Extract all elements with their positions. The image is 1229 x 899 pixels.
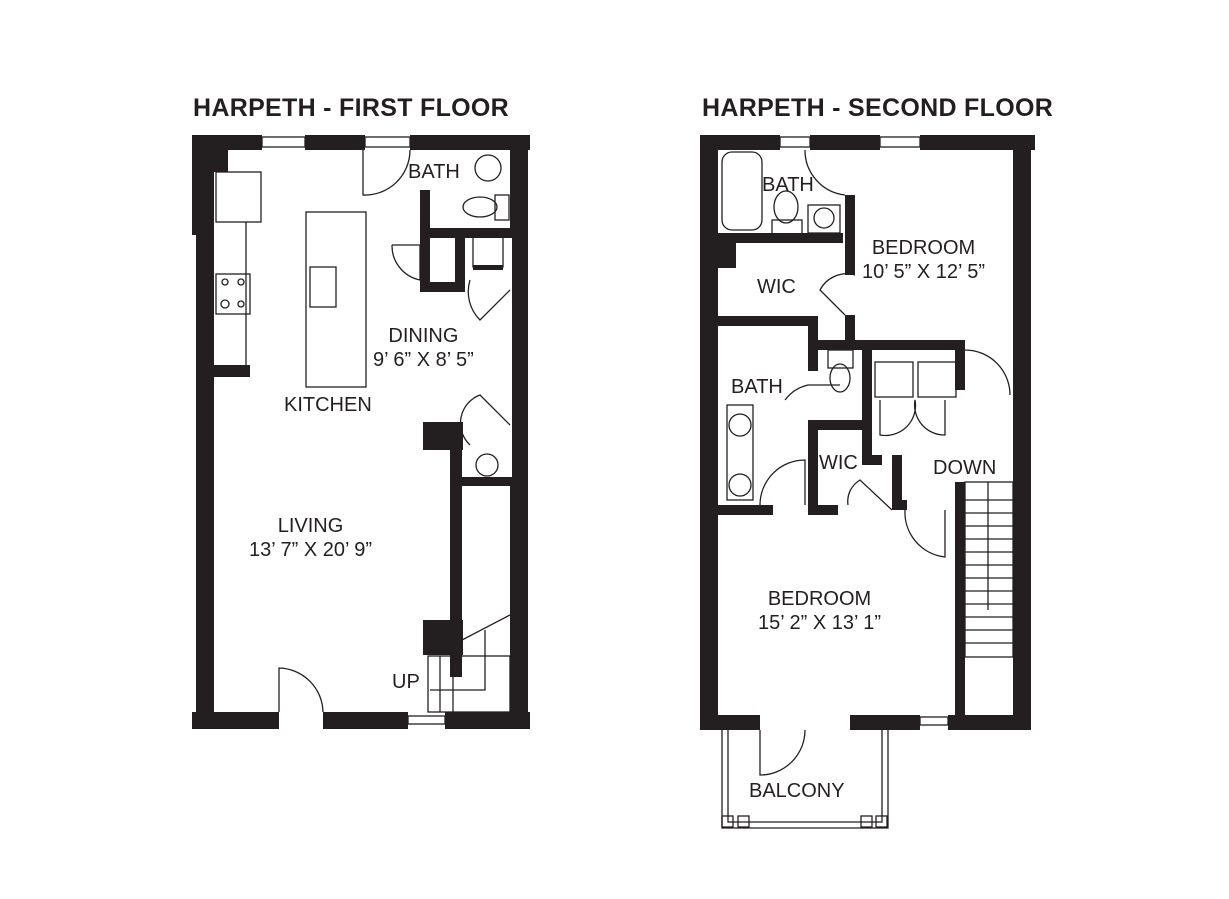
room-label-wic-1: WIC bbox=[757, 275, 796, 299]
room-dimensions: 9’ 6” X 8’ 5” bbox=[373, 349, 474, 371]
room-dimensions: 13’ 7” X 20’ 9” bbox=[249, 539, 373, 561]
room-label-second-bath-1: BATH bbox=[762, 173, 814, 197]
room-name: BATH bbox=[408, 161, 460, 183]
room-label-wic-2: WIC bbox=[819, 451, 858, 475]
room-label-balcony: BALCONY bbox=[749, 779, 845, 803]
room-name: BEDROOM bbox=[871, 237, 976, 259]
room-label-second-bath-2: BATH bbox=[731, 375, 783, 399]
room-name: DINING bbox=[388, 325, 459, 347]
room-dimensions: 10’ 5” X 12’ 5” bbox=[862, 261, 986, 283]
room-name: WIC bbox=[757, 276, 796, 298]
room-name: BATH bbox=[762, 174, 814, 196]
room-label-kitchen: KITCHEN bbox=[284, 393, 372, 417]
room-name: LIVING bbox=[277, 515, 344, 537]
room-name: DOWN bbox=[933, 457, 997, 479]
stairs-label-down: DOWN bbox=[933, 456, 996, 480]
room-label-first-bath: BATH bbox=[408, 160, 460, 184]
stairs-label-up: UP bbox=[392, 670, 420, 694]
room-name: WIC bbox=[819, 452, 858, 474]
room-dimensions: 15’ 2” X 13’ 1” bbox=[758, 612, 882, 634]
room-name: KITCHEN bbox=[284, 394, 372, 416]
room-name: BALCONY bbox=[749, 780, 845, 802]
first-floor-title: HARPETH - FIRST FLOOR bbox=[193, 94, 510, 122]
room-name: BATH bbox=[731, 376, 783, 398]
second-floor-title: HARPETH - SECOND FLOOR bbox=[702, 94, 1054, 122]
room-name: UP bbox=[392, 671, 420, 693]
room-name: BEDROOM bbox=[767, 588, 872, 610]
